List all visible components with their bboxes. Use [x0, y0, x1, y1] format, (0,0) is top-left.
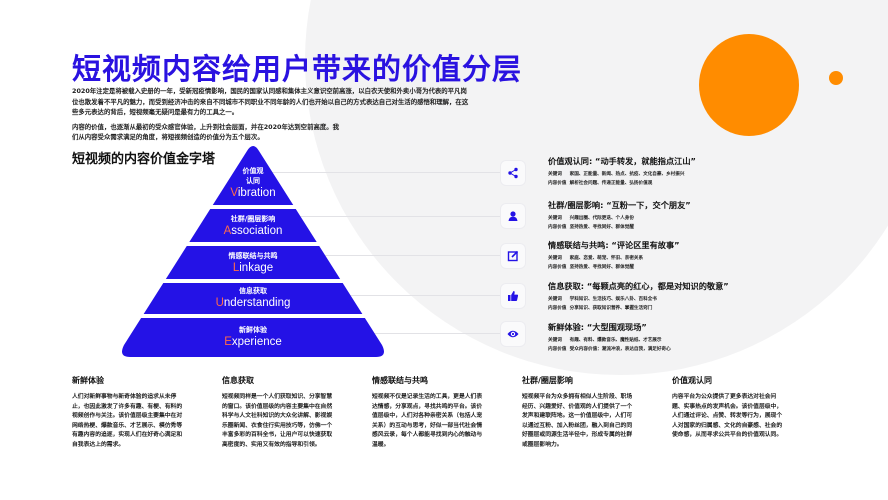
pyramid-level-vibration: 价值观 认同 Vibration — [230, 167, 276, 199]
connector-line-1 — [270, 172, 500, 173]
page-title: 短视频内容给用户带来的价值分层 — [72, 52, 523, 86]
share-icon — [508, 167, 518, 179]
connector-line-2 — [290, 216, 500, 217]
edit-icon-box — [500, 243, 526, 269]
pyramid-title: 短视频的内容价值金字塔 — [72, 152, 216, 167]
pyramid-band-understanding — [122, 283, 384, 314]
value-item-understanding: 信息获取: “每颗点亮的红心，都是对知识的敬意” 关键词 学科知识、生活技巧、娱… — [548, 281, 729, 311]
edit-icon — [507, 250, 519, 262]
eye-icon-box — [500, 321, 526, 347]
eye-icon — [507, 330, 519, 338]
user-icon-box — [500, 203, 526, 229]
connector-line-4 — [330, 295, 500, 296]
value-item-vibration: 价值观认同: “动手转发，就能指点江山” 关键词 家国、正能量、新闻、热点、抗疫… — [548, 156, 696, 186]
description-vibration: 价值观认同 内容平台为公众提供了更多表达对社会问题、实事热点的发声机会。该价值层… — [672, 376, 783, 438]
description-experience: 新鲜体验 人们对新鲜事物与新奇体验的追求从未停止，也因此激发了许多有趣、有梗、有… — [72, 376, 183, 448]
pyramid-band-experience — [122, 318, 384, 357]
pyramid-level-understanding: 信息获取 Understanding — [215, 287, 291, 309]
value-item-association: 社群/圈层影响: “互粉一下，交个朋友” 关键词 兴趣出圈、代际更迭、个人身份 … — [548, 200, 691, 230]
user-icon — [508, 211, 518, 221]
decorative-orange-circle — [699, 34, 799, 136]
intro-paragraph-1: 2020年注定是将被载入史册的一年，受新冠疫情影响，国民的国家认同感和集体主义意… — [72, 87, 469, 116]
pyramid-level-association: 社群/圈层影响 Association — [223, 215, 283, 237]
connector-line-5 — [350, 333, 500, 334]
intro-text: 2020年注定是将被载入史册的一年，受新冠疫情影响，国民的国家认同感和集体主义意… — [72, 86, 472, 147]
description-linkage: 情感联结与共鸣 短视频不仅是记录生活的工具，更是人们表达情感，分享观点，寻找共鸣… — [372, 376, 483, 448]
intro-paragraph-2: 内容的价值，也逐渐从最初的受众感官体验，上升到社会层面，并在2020年达到空前高… — [72, 122, 340, 142]
thumbs-up-icon — [508, 291, 519, 301]
value-item-experience: 新鲜体验: “大型围观现场” 关键词 有趣、有料、爆款音乐、魔性贴纸、才艺展示 … — [548, 322, 671, 352]
decorative-orange-dot — [829, 71, 843, 85]
share-icon-box — [500, 160, 526, 186]
pyramid-level-linkage: 情感联结与共鸣 Linkage — [228, 252, 278, 274]
description-association: 社群/圈层影响 短视频平台为众多拥有相似人生阶段、职场经历、兴趣爱好、价值观的人… — [522, 376, 633, 448]
description-understanding: 信息获取 短视频同样是一个人们获取知识、分享智慧的窗口。该价值层级的内容主要集中… — [222, 376, 333, 448]
pyramid-level-experience: 新鲜体验 Experience — [224, 326, 282, 348]
thumbs-up-icon-box — [500, 283, 526, 309]
connector-line-3 — [310, 255, 500, 256]
value-item-linkage: 情感联结与共鸣: “评论区里有故事” 关键词 家庭、恋爱、萌宠、怀旧、亲密关系 … — [548, 240, 680, 270]
